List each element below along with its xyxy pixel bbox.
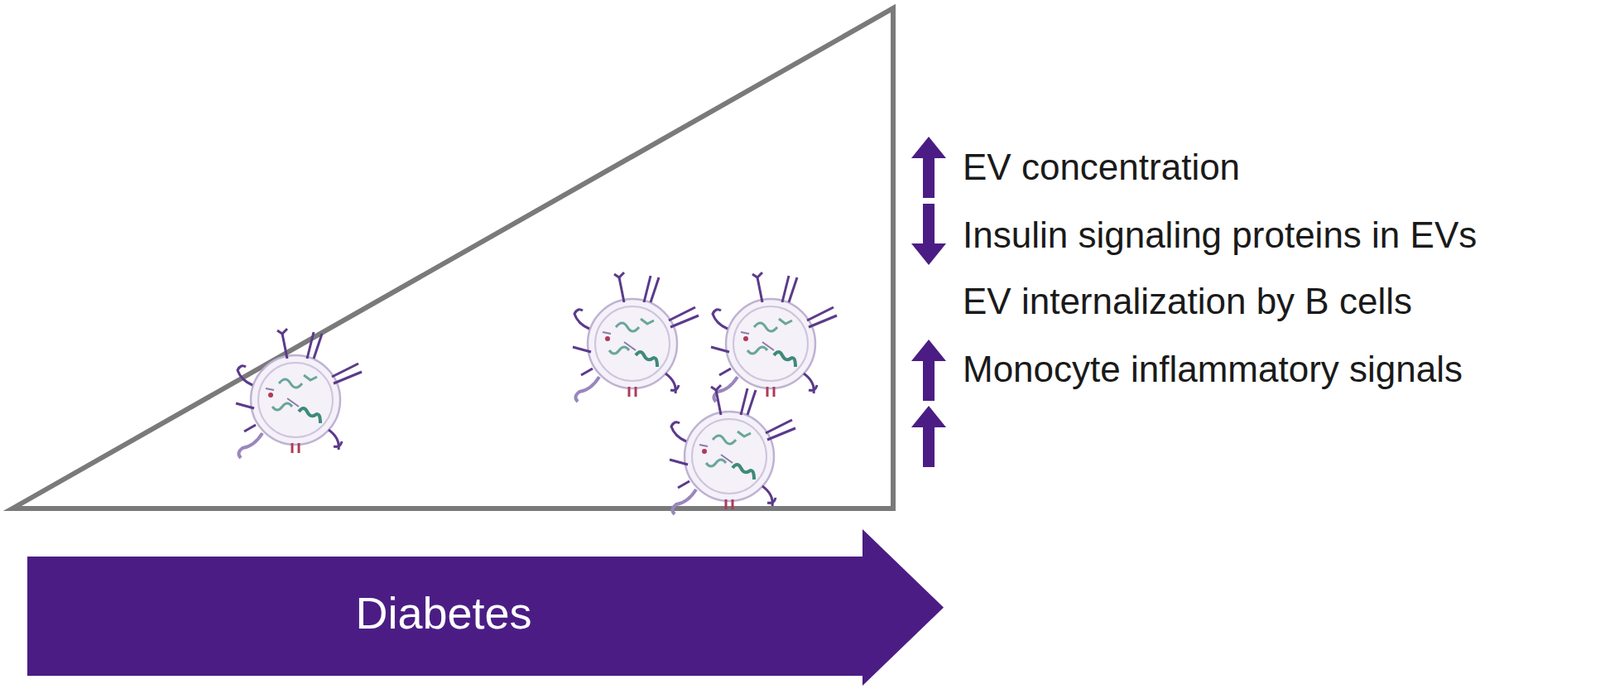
down-arrow	[911, 203, 947, 265]
up-arrow	[911, 405, 947, 467]
ev-vesicle	[235, 328, 362, 458]
up-arrow	[911, 339, 947, 401]
effect-label: EV concentration	[962, 147, 1240, 188]
arrow-shape: Diabetes	[27, 528, 944, 686]
ev-vesicle	[669, 384, 796, 515]
effect-label: Insulin signaling proteins in EVs	[962, 215, 1477, 255]
ev-vesicle	[711, 272, 837, 402]
ev-vesicle	[572, 272, 699, 402]
effect-label: Monocyte inflammatory signals	[962, 349, 1463, 390]
effect-label: EV internalization by B cells	[962, 281, 1413, 322]
node-text: Diabetes	[355, 586, 532, 639]
up-arrow	[911, 136, 947, 198]
